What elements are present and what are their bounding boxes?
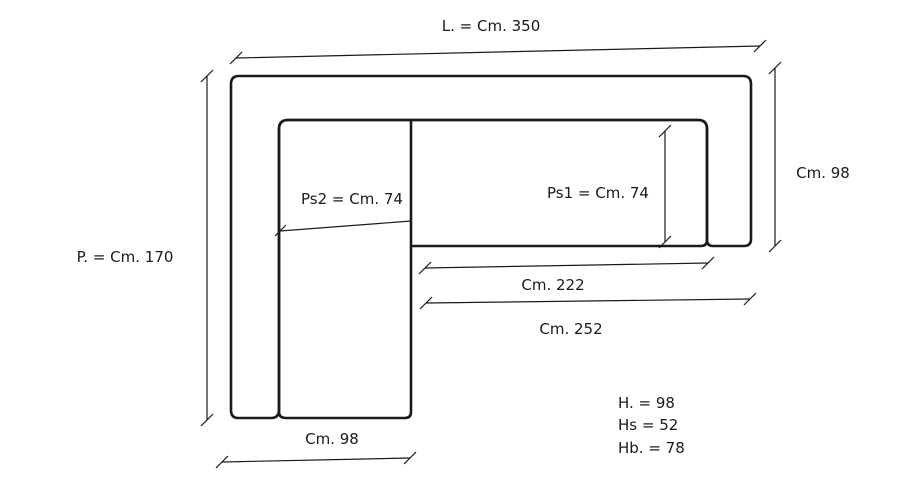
section-length-label: Cm. 252: [539, 320, 602, 338]
height-total-label: H. = 98: [618, 394, 675, 412]
height-seat-label: Hs = 52: [618, 416, 678, 434]
seat-depth-1-label: Ps1 = Cm. 74: [547, 184, 649, 202]
dim-seat-depth-1-line: [658, 124, 672, 249]
dim-depth-line: [200, 69, 214, 427]
inner-length-label: Cm. 222: [521, 276, 584, 294]
dim-seat-depth-2-line: [274, 220, 412, 237]
dim-right-depth-line: [768, 61, 782, 253]
depth-label: P. = Cm. 170: [77, 248, 174, 266]
seat-depth-2-label: Ps2 = Cm. 74: [301, 190, 403, 208]
height-back-label: Hb. = 78: [618, 439, 685, 457]
dim-section-length-line: [419, 292, 757, 310]
dim-inner-length-line: [418, 256, 715, 275]
length-label: L. = Cm. 350: [442, 17, 540, 35]
chaise-seat: [277, 118, 413, 420]
dim-length-line: [229, 39, 767, 65]
dim-chaise-width-line: [215, 451, 417, 469]
back-cushion-right: [411, 118, 709, 248]
chaise-width-label: Cm. 98: [305, 430, 359, 448]
right-depth-label: Cm. 98: [796, 164, 850, 182]
